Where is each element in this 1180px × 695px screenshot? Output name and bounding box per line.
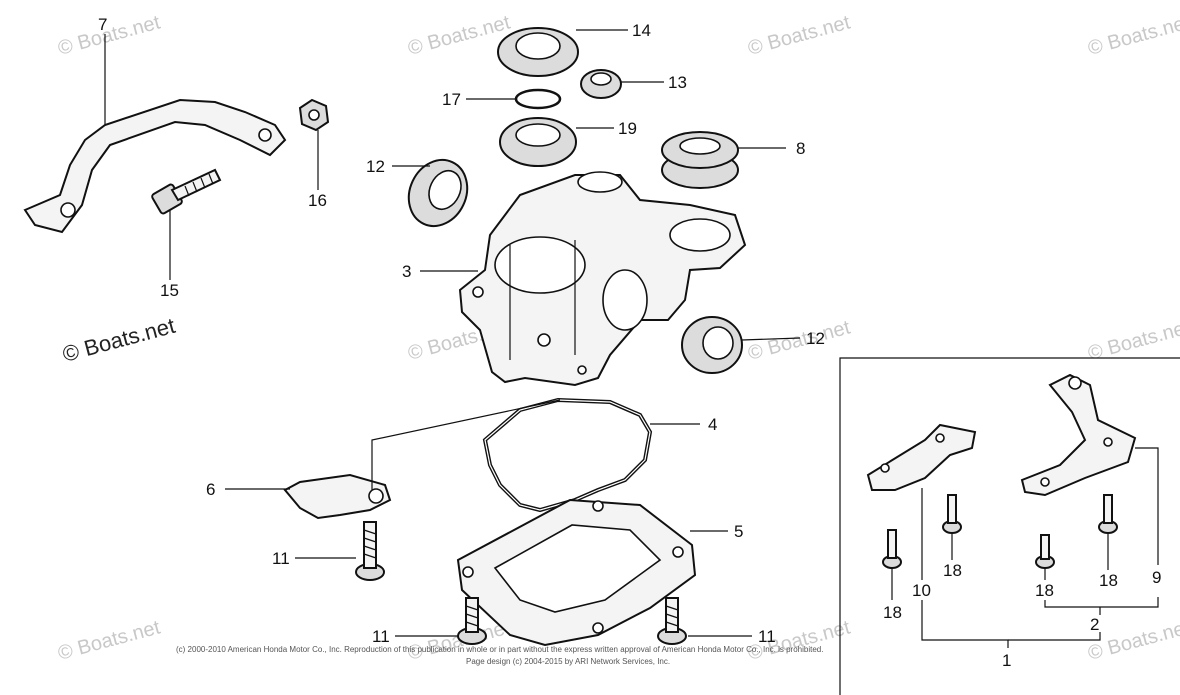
callout-17: 17: [442, 90, 461, 109]
callout-2: 2: [1090, 615, 1099, 634]
callout-8: 8: [796, 139, 805, 158]
part-13-bushing: [580, 69, 622, 99]
watermark-text: © Boats.net: [746, 11, 853, 59]
part-18-bolt-4: [1098, 494, 1118, 534]
callout-14: 14: [632, 21, 651, 40]
callout-11-bottom-left: 11: [372, 627, 390, 646]
copyright-footer: (c) 2000-2010 American Honda Motor Co., …: [176, 645, 823, 666]
part-14-seal: [497, 27, 579, 77]
callout-6: 6: [206, 480, 215, 499]
callout-15: 15: [160, 281, 179, 300]
callout-18-a: 18: [943, 561, 962, 580]
callout-9: 9: [1152, 568, 1161, 587]
part-16-nut: [298, 98, 330, 132]
part-5-cover-plate: [456, 498, 697, 647]
watermark-text: © Boats.net: [406, 11, 513, 59]
copyright-line-2: Page design (c) 2004-2015 by ARI Network…: [466, 657, 670, 666]
callout-5: 5: [734, 522, 743, 541]
callout-19: 19: [618, 119, 637, 138]
callout-11-left: 11: [272, 549, 290, 568]
part-15-bolt: [151, 168, 222, 215]
callout-4: 4: [708, 415, 717, 434]
part-18-bolt-3: [1035, 534, 1055, 569]
callout-3: 3: [402, 262, 411, 281]
callout-18-b: 18: [883, 603, 902, 622]
part-18-bolt-2: [882, 529, 902, 569]
part-3-housing: [458, 171, 747, 387]
part-11-bolt-left: [355, 521, 385, 581]
part-12-bearing-right: [681, 316, 743, 374]
callout-12-lower: 12: [806, 329, 825, 348]
part-11-bolt-bottom-right: [657, 597, 687, 645]
watermark-text: © Boats.net: [1086, 11, 1180, 59]
part-4-gasket: [482, 397, 653, 513]
callout-7: 7: [98, 15, 107, 34]
watermark-text: © Boats.net: [56, 616, 163, 664]
part-11-bolt-bottom-left: [457, 597, 487, 645]
part-12-bearing-left: [407, 158, 469, 228]
part-18-bolt-1: [942, 494, 962, 534]
callout-18-c: 18: [1035, 581, 1054, 600]
watermark-text: © Boats.net: [746, 316, 853, 364]
part-7-handle: [23, 98, 287, 234]
watermark-main: © Boats.net: [60, 313, 178, 367]
part-19-bearing: [499, 117, 577, 167]
copyright-line-1: (c) 2000-2010 American Honda Motor Co., …: [176, 645, 823, 654]
callout-13: 13: [668, 73, 687, 92]
callout-18-d: 18: [1099, 571, 1118, 590]
callout-12-upper: 12: [366, 157, 385, 176]
part-9-bracket: [1020, 373, 1137, 497]
watermark-text: © Boats.net: [56, 11, 163, 59]
callout-1: 1: [1002, 651, 1011, 670]
callout-10: 10: [912, 581, 931, 600]
callout-11-bottom-right: 11: [758, 627, 776, 646]
part-8-grommet: [661, 131, 739, 189]
callout-16: 16: [308, 191, 327, 210]
kit-box-outline: [839, 357, 1180, 695]
part-10-bracket: [866, 423, 977, 491]
leader-lines: [104, 29, 1159, 648]
callouts: 14 13 17 19 8 12 12 7 16 15 3 4 5 6 11 1…: [98, 15, 1161, 670]
part-17-circlip: [514, 88, 562, 110]
part-6-plate: [283, 473, 392, 520]
